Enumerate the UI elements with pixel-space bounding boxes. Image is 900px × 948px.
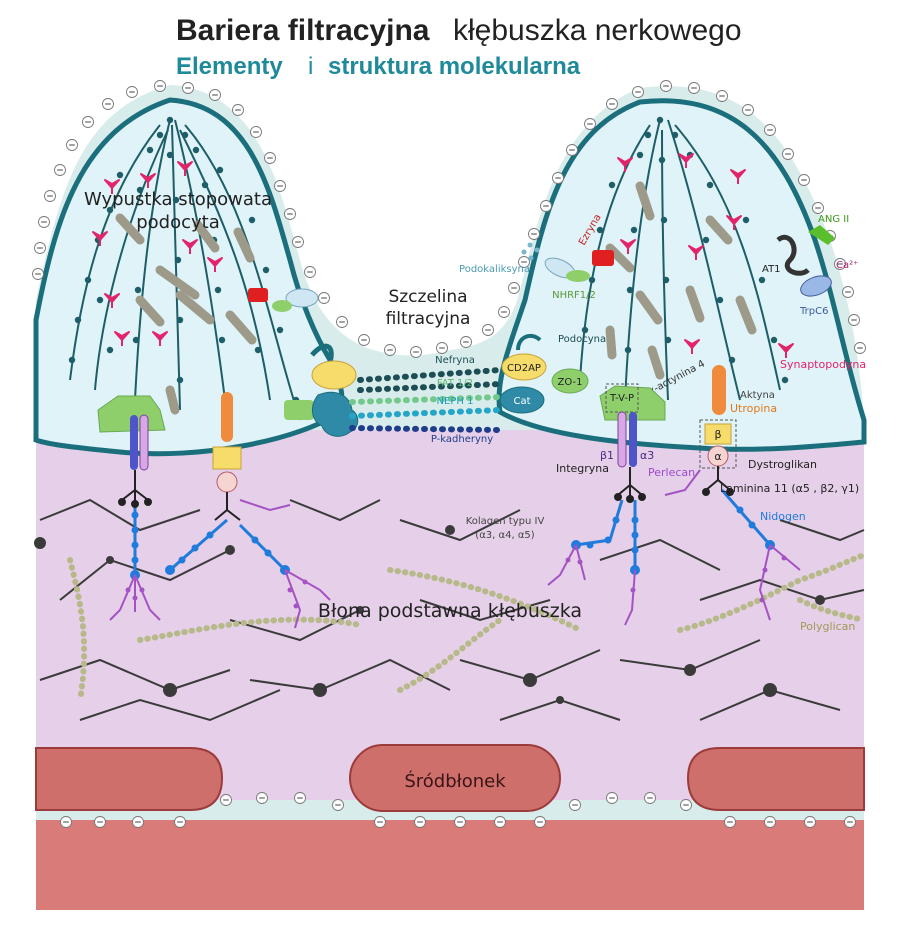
- integrin-alpha3-left: [139, 414, 149, 471]
- laminin-beads: [130, 506, 775, 580]
- neph-label: NEPH 1: [437, 396, 474, 407]
- nidogen-label: Nidogen: [760, 510, 806, 523]
- alpha-label: α: [714, 450, 721, 463]
- cat-label: Cat: [513, 396, 530, 407]
- cat-right: [499, 386, 545, 414]
- dystroglycan-beta-right: [704, 423, 732, 445]
- subtitle-a: Elementy: [176, 53, 283, 80]
- fat-label: FAT 1/2: [437, 378, 473, 389]
- cat-left: [312, 391, 359, 437]
- integrin-beta1-left: [130, 415, 138, 470]
- endothelial-cell-center: [349, 744, 561, 812]
- alpha-actinin-rods-right: [605, 181, 757, 380]
- dystroglycan-beta-left: [212, 446, 242, 470]
- synaptopodin-label: Synaptopodyna: [780, 358, 866, 371]
- podocalyxin-left: [285, 288, 319, 308]
- subtitle-b: struktura molekularna: [328, 53, 581, 80]
- nhrf-left: [272, 300, 292, 312]
- alpha-actinin-rods-left: [115, 213, 257, 415]
- endothelial-cell-right: [686, 747, 865, 811]
- nephrin-label: Nefryna: [435, 355, 475, 366]
- utrophin-right: [712, 365, 726, 415]
- trpc6-label: TrpC6: [799, 306, 828, 317]
- ang2-label: ANG II: [818, 214, 849, 225]
- ezrin-right: [592, 250, 614, 266]
- nhrf-label: NHRF1/2: [552, 290, 596, 301]
- actin-label: Aktyna: [740, 390, 775, 401]
- foot-process-label-line2: podocyta: [136, 212, 220, 233]
- dystroglycan-alpha-left: [216, 471, 238, 493]
- integrin-label: Integryna: [556, 462, 609, 475]
- foot-process-label-line1: Wypustka stopowata: [84, 189, 272, 210]
- utrophin-label: Utropina: [730, 402, 777, 415]
- endothelium-label: Śródbłonek: [404, 770, 506, 792]
- tvp-label: T-V-P: [609, 393, 634, 404]
- beta-label: β: [714, 428, 721, 441]
- foot-process-right: [496, 98, 867, 452]
- podocalyxin-label: Podokaliksyna: [459, 264, 530, 275]
- utrophin-left: [221, 392, 233, 442]
- alpha3-label: α3: [640, 449, 654, 462]
- nhrf-right: [566, 270, 590, 282]
- pcadherin-label: P-kadheryny: [431, 434, 493, 445]
- polyglican-label: Polyglican: [800, 620, 855, 633]
- perlecan-label: Perlecan: [648, 466, 695, 479]
- cd2ap-label: CD2AP: [507, 363, 541, 374]
- subtitle-i: i: [308, 53, 313, 80]
- anchor-forks: [118, 466, 734, 521]
- beta1-label: β1: [600, 449, 614, 462]
- title-rest: kłębuszka nerkowego: [453, 14, 742, 47]
- laminin-label: Laminina 11 (α5 , β2, γ1): [720, 482, 859, 495]
- ezrin-left: [248, 288, 268, 302]
- zo1-label: ZO-1: [558, 377, 583, 388]
- collagen-nodes: [34, 525, 825, 704]
- slit-label-line1: Szczelina: [388, 287, 467, 307]
- at1-receptor: [776, 235, 810, 276]
- slit-diaphragm: [349, 367, 503, 433]
- podocin-label: Podocyna: [558, 334, 606, 345]
- ang2-molecule: [808, 225, 835, 245]
- perlecan-beads: [125, 555, 787, 609]
- at1-label: AT1: [762, 264, 781, 275]
- zo1-right: [551, 368, 589, 394]
- endothelial-cell-left: [35, 747, 224, 811]
- gbm-label: Błona podstawna kłębuszka: [318, 600, 582, 622]
- cd2ap-left: [311, 360, 357, 390]
- slit-label-line2: filtracyjna: [386, 309, 471, 329]
- collagen-label-line2: (α3, α4, α5): [475, 530, 534, 541]
- cd2ap-right: [501, 353, 547, 381]
- collagen-label-line1: Kolagen typu IV: [466, 516, 545, 527]
- zo1-left: [284, 400, 314, 420]
- endothelium-base: [36, 820, 864, 910]
- title-bold: Bariera filtracyjna: [176, 14, 430, 47]
- integrin-beta1-right: [617, 411, 627, 468]
- dystroglycan-label: Dystroglikan: [748, 458, 817, 471]
- calcium-label: Ca²⁺: [836, 260, 858, 271]
- podocin-left: [310, 343, 334, 363]
- trpc6-channel: [800, 275, 832, 297]
- integrin-alpha3-right: [629, 412, 637, 467]
- podocin-right: [516, 333, 542, 351]
- polyglican-chains: [67, 552, 867, 703]
